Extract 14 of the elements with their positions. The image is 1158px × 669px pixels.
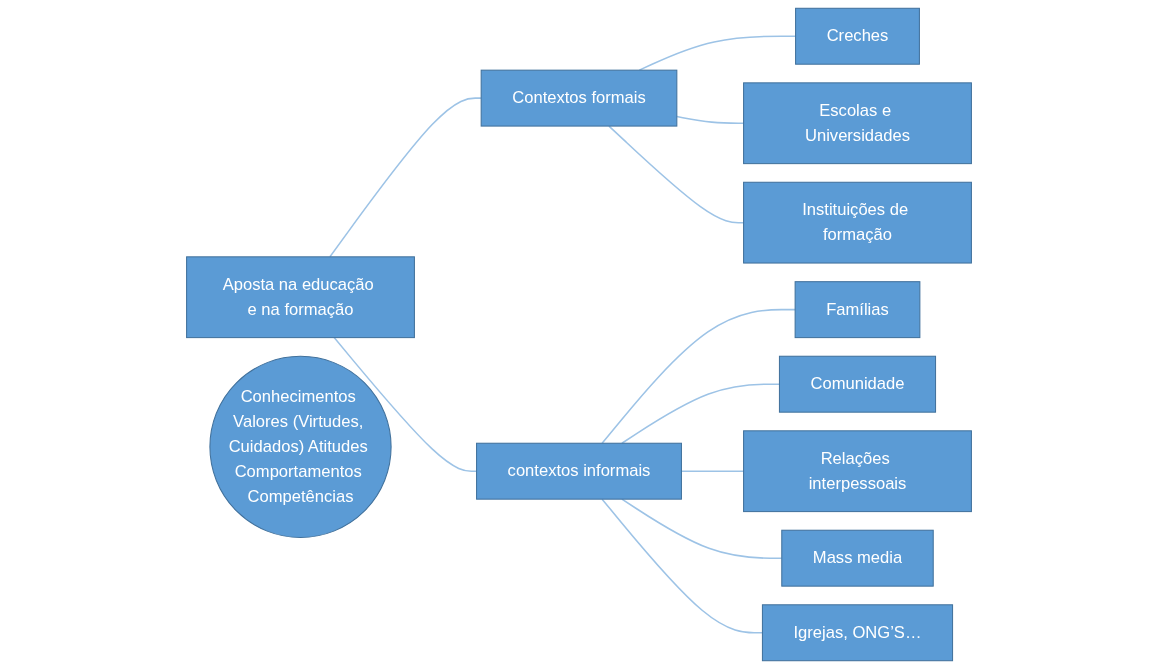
node-box: Relações interpessoais [743, 430, 972, 513]
node-box: Contextos formais [480, 69, 678, 127]
node-box: Escolas e Universidades [743, 82, 972, 165]
node-box: Igrejas, ONG’S… [761, 604, 954, 662]
node-box: Instituições de formação [743, 181, 972, 264]
node-box: Mass media [781, 529, 934, 587]
node-box: contextos informais [476, 442, 682, 500]
node-circle: Conhecimentos Valores (Virtudes, Cuidados) Atitudes Comportamentos Competências [209, 355, 392, 538]
node-box: Creches [795, 7, 920, 65]
connector [601, 308, 796, 444]
node-box: Famílias [794, 281, 921, 339]
node-box: Aposta na educação e na formação [186, 256, 415, 339]
connector [329, 97, 482, 258]
node-box: Comunidade [778, 355, 937, 413]
